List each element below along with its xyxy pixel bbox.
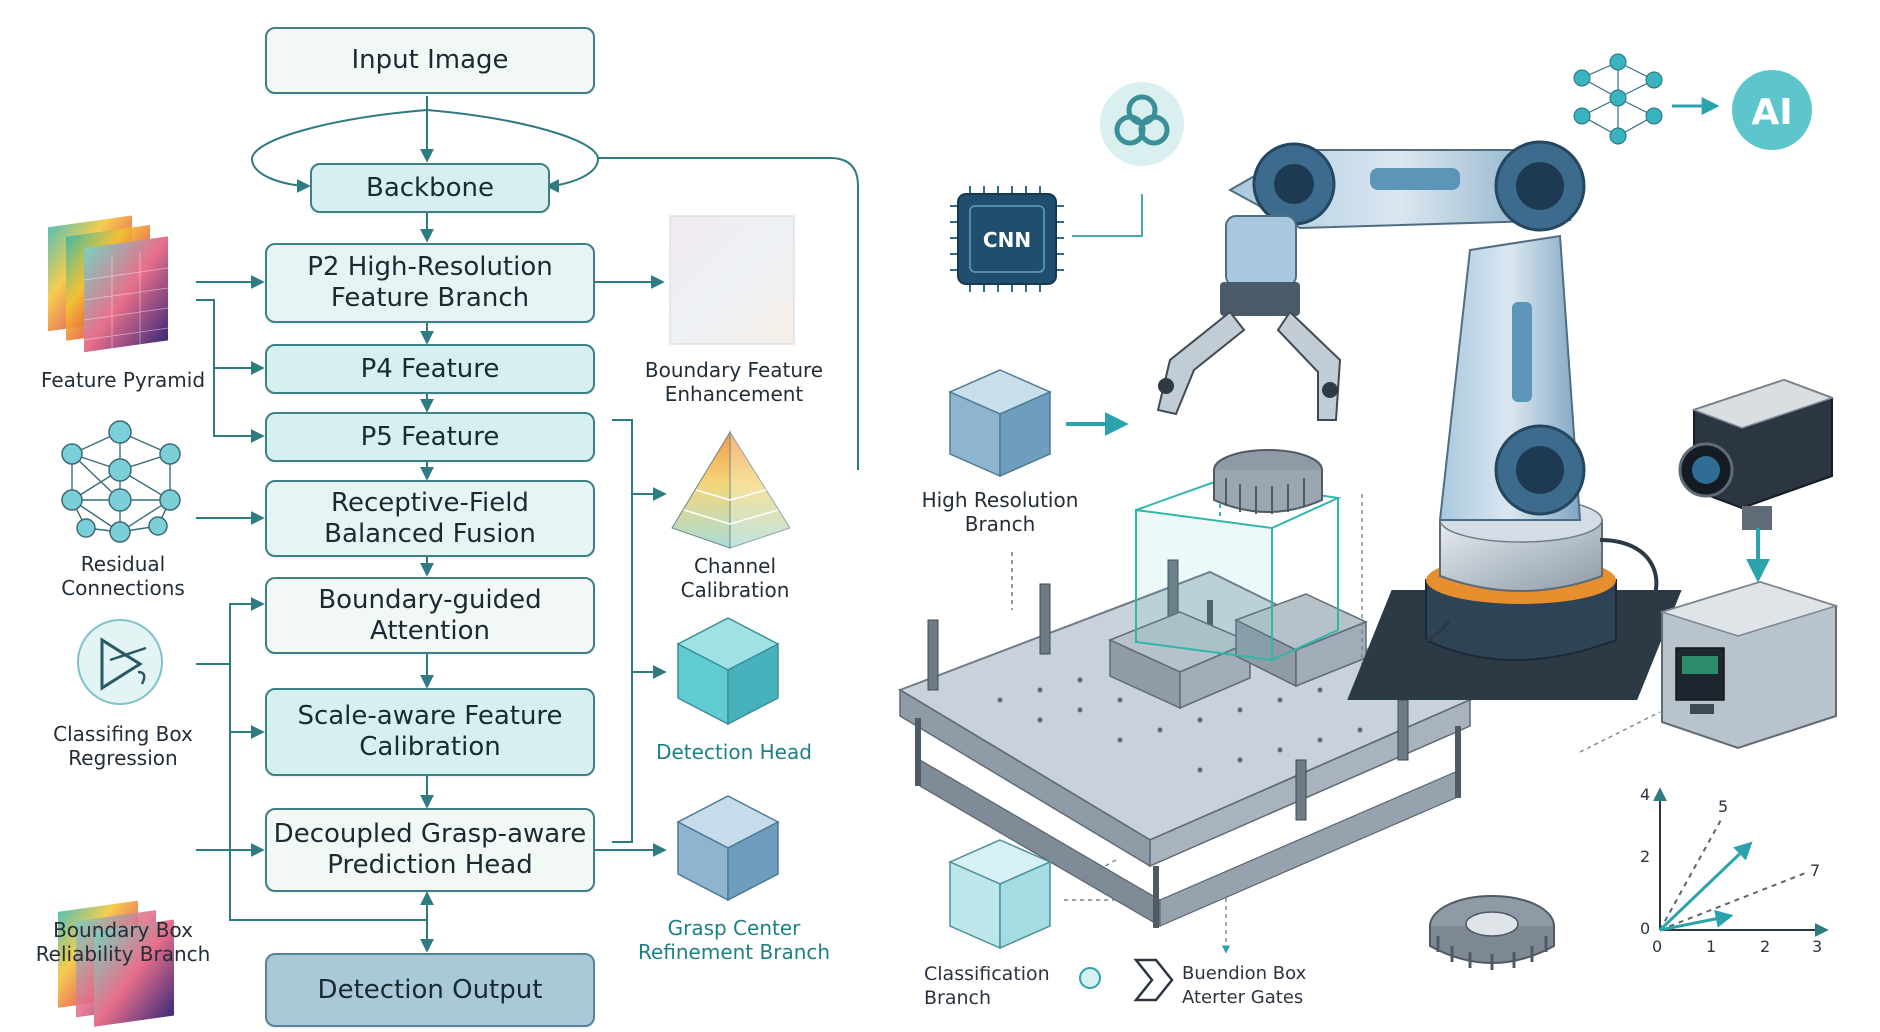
camera-icon	[1678, 378, 1835, 530]
bounding-volume	[1135, 478, 1342, 662]
detection-head-label: Detection Head	[656, 740, 812, 764]
classification-branch-label: Classification Branch	[924, 963, 1050, 1009]
feature-pyramid-icon	[58, 900, 174, 1027]
vector-plot	[1653, 787, 1829, 937]
plot-x-tick: 1	[1706, 937, 1716, 956]
controller-box-icon	[1659, 580, 1839, 750]
high-resolution-cube	[948, 369, 1052, 478]
cnn-chip-icon	[950, 186, 1064, 292]
classification-cube	[948, 839, 1052, 950]
input-image-node: Input Image	[265, 27, 595, 94]
residual-connections-label: Residual Connections	[61, 552, 185, 600]
p5-feature-node: P5 Feature	[265, 412, 595, 462]
feature-pyramid-icon	[48, 215, 169, 358]
high-resolution-branch-label: High Resolution Branch	[921, 488, 1079, 536]
regression-icon	[77, 619, 163, 705]
grasp-center-refinement-label: Grasp Center Refinement Branch	[637, 916, 831, 964]
classifing-box-label: Classifing Box Regression	[53, 722, 193, 770]
backbone-node: Backbone	[310, 163, 550, 213]
feature-pyramid-label: Feature Pyramid	[40, 368, 206, 392]
p4-feature-node: P4 Feature	[265, 344, 595, 394]
plot-x-tick: 0	[1652, 937, 1662, 956]
work-table	[897, 559, 1473, 928]
boundary-feature-image	[669, 215, 795, 345]
gear-icon	[1429, 895, 1555, 970]
boundary-box-reliability-label: Boundary Box Reliability Branch	[35, 918, 211, 966]
grasp-center-cube	[676, 795, 780, 902]
plot-ray-label: 5	[1718, 797, 1728, 816]
plot-x-tick: 2	[1760, 937, 1770, 956]
detection-head-cube	[676, 617, 780, 726]
prediction-head-node: Decoupled Grasp-aware Prediction Head	[265, 808, 595, 892]
plot-ray-label: 7	[1810, 861, 1820, 880]
plot-y-tick: 4	[1640, 785, 1650, 804]
rfbf-node: Receptive-Field Balanced Fusion	[265, 480, 595, 557]
boundary-feature-enhancement-label: Boundary Feature Enhancement	[644, 358, 824, 406]
status-dot	[1079, 967, 1101, 989]
cnn-chip-label: CNN	[983, 228, 1031, 252]
channel-pyramid-icon	[671, 430, 791, 549]
gates-label: Buendion Box Aterter Gates	[1182, 963, 1307, 1008]
gate-chevron-icon	[1133, 958, 1174, 1002]
ai-badge-icon	[1732, 70, 1812, 150]
robot-arm-icon	[1156, 140, 1682, 700]
plot-x-tick: 3	[1812, 937, 1822, 956]
ai-badge-label: AI	[1751, 92, 1792, 133]
openai-logo-icon	[1100, 82, 1184, 166]
safc-node: Scale-aware Feature Calibration	[265, 688, 595, 776]
plot-y-tick: 0	[1640, 919, 1650, 938]
plot-y-tick: 2	[1640, 847, 1650, 866]
bga-node: Boundary-guided Attention	[265, 577, 595, 654]
p2-branch-node: P2 High-Resolution Feature Branch	[265, 243, 595, 323]
channel-calibration-label: Channel Calibration	[680, 554, 790, 602]
detection-output-node: Detection Output	[265, 953, 595, 1027]
